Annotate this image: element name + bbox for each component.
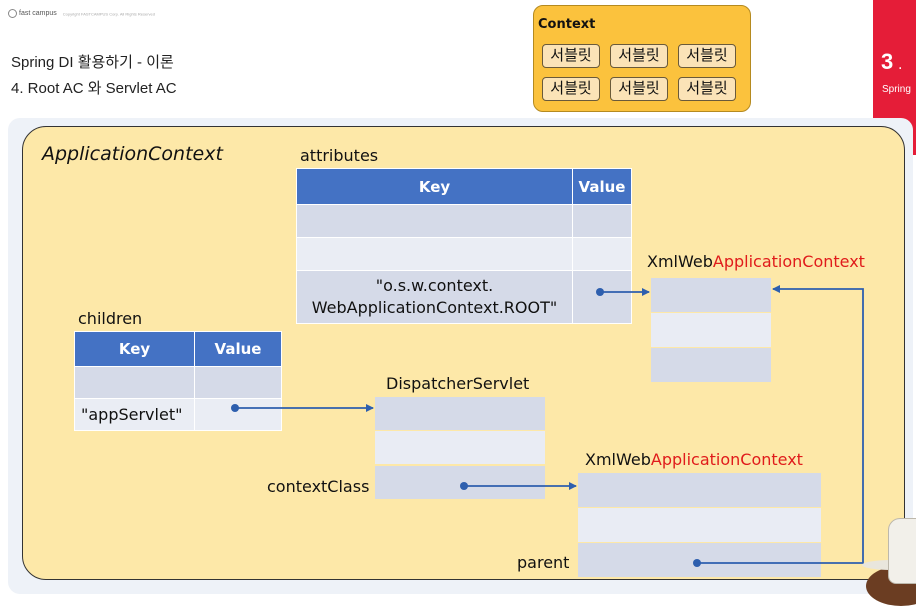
attributes-table: Key Value "o.s.w.context. WebApplication… (296, 168, 632, 324)
children-key-header: Key (74, 331, 195, 367)
root-context-label: XmlWebApplicationContext (647, 252, 865, 271)
attributes-root-value (572, 270, 632, 324)
root-context-row (651, 313, 771, 347)
children-label: children (78, 309, 143, 328)
parent-reference-arrow (693, 285, 864, 567)
root-context-row (651, 348, 771, 382)
attributes-value-cell (572, 204, 632, 238)
attributes-root-key-line1: "o.s.w.context. (375, 276, 494, 295)
parent-field-label: parent (517, 553, 570, 572)
context-label: Context (538, 17, 596, 32)
servlet-context-row (578, 473, 821, 507)
children-appservlet-value (194, 398, 282, 431)
slide-title: Spring DI 활용하기 - 이론 (11, 54, 174, 71)
attributes-root-key-line2: WebApplicationContext.ROOT" (311, 298, 558, 317)
children-value-header: Value (194, 331, 282, 367)
appservlet-reference-arrow (231, 404, 374, 412)
arrow-line (697, 285, 864, 564)
servlet-chip: 서블릿 (542, 44, 600, 68)
dispatcher-row (375, 431, 545, 464)
logo-icon (8, 9, 17, 18)
section-text: Spring (882, 84, 911, 95)
copyright-text: Copyright FASTCAMPUS Corp. All Rights Re… (62, 11, 156, 17)
root-reference-arrow (596, 288, 650, 296)
servlet-context-prefix: XmlWeb (585, 450, 651, 469)
servlet-chip: 서블릿 (678, 44, 736, 68)
servlet-chip: 서블릿 (542, 77, 600, 101)
brand-name: fast campus (19, 10, 57, 18)
attributes-label: attributes (300, 146, 379, 165)
root-context-prefix: XmlWeb (647, 252, 713, 271)
attributes-value-header: Value (572, 168, 632, 205)
servlet-chip: 서블릿 (610, 44, 668, 68)
dispatcher-row (375, 397, 545, 430)
servlet-context-suffix: ApplicationContext (650, 450, 803, 469)
root-context-row (651, 278, 771, 312)
attributes-key-cell (296, 204, 573, 238)
application-context-label: ApplicationContext (42, 143, 223, 165)
section-dot: . (898, 57, 903, 73)
attributes-root-key: "o.s.w.context. WebApplicationContext.RO… (296, 270, 573, 324)
slide-subtitle: 4. Root AC 와 Servlet AC (11, 80, 177, 97)
dispatcher-servlet-label: DispatcherServlet (386, 374, 530, 393)
servlet-chip: 서블릿 (678, 77, 736, 101)
attributes-key-header: Key (296, 168, 573, 205)
children-table: Key Value "appServlet" (74, 331, 282, 431)
section-number: 3 (881, 49, 894, 74)
servlet-chip: 서블릿 (610, 77, 668, 101)
chair-back-decoration (888, 518, 916, 584)
root-context-suffix: ApplicationContext (712, 252, 865, 271)
attributes-value-cell (572, 237, 632, 271)
context-class-reference-arrow (460, 482, 577, 490)
dispatcher-row (375, 466, 545, 499)
children-appservlet-key: "appServlet" (74, 398, 195, 431)
servlet-context-label: XmlWebApplicationContext (585, 450, 803, 469)
servlet-context-row (578, 508, 821, 542)
children-value-cell (194, 366, 282, 399)
children-key-cell (74, 366, 195, 399)
attributes-key-cell (296, 237, 573, 271)
context-class-field-label: contextClass (267, 477, 370, 496)
fastcampus-logo: fast campus Copyright FASTCAMPUS Corp. Al… (8, 9, 155, 18)
